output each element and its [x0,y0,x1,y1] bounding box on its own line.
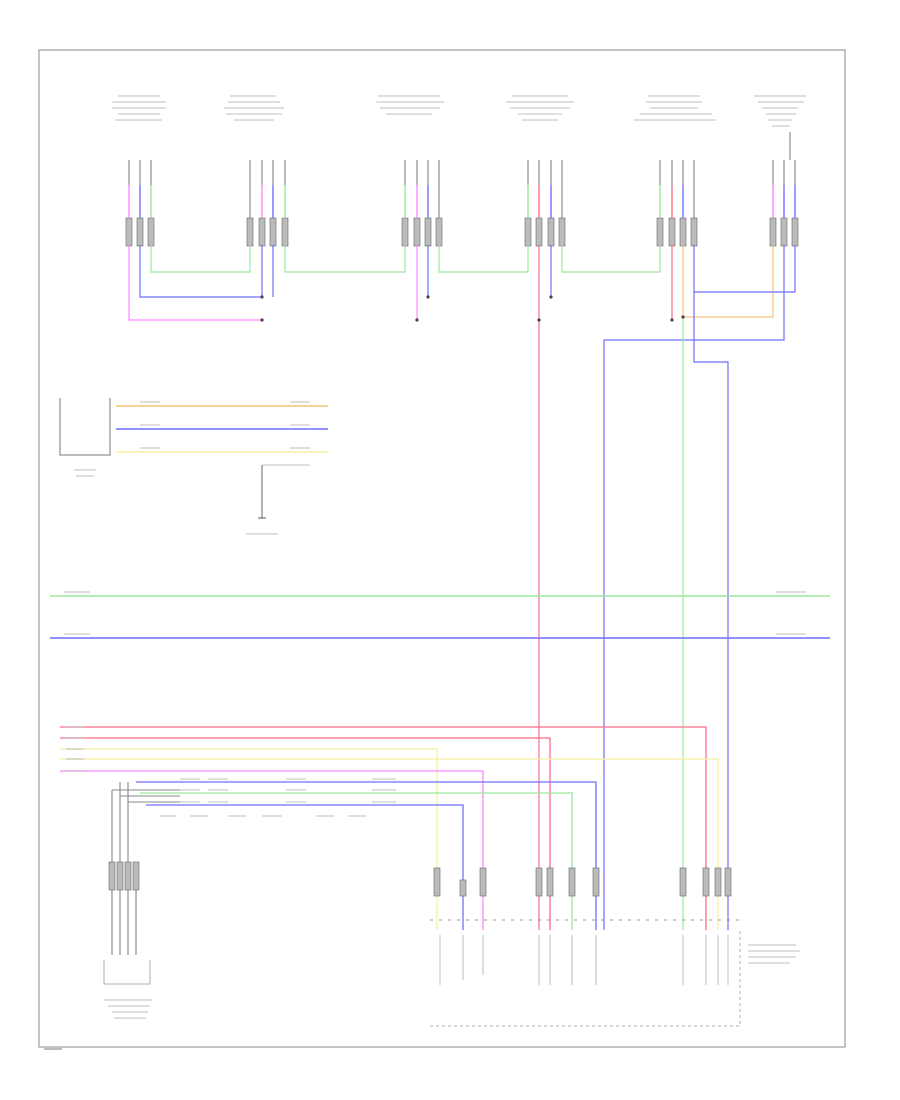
module-label-4 [506,95,574,121]
module-label-6 [754,95,806,127]
lower-labels [66,726,396,817]
diagram-frame [38,49,846,1048]
module-label-1 [112,95,166,121]
left-module [59,398,328,535]
module-label-3 [376,95,444,115]
lower-harness [60,726,719,930]
splice-dot-icon [260,295,685,322]
module-label-2 [224,95,284,121]
top-connector-bodies [125,217,799,247]
lower-harness-gray [112,789,180,803]
module-labels-top [112,95,806,127]
top-pin-colors [128,185,796,218]
wire-magenta-chain [128,245,262,321]
module-label-5 [634,95,716,121]
bottom-left-connector [103,861,152,1019]
wire-blue-chain [139,245,263,298]
bottom-right-connector [430,867,800,1027]
top-bus-wires [128,245,796,930]
wire-green-chain [150,245,251,273]
horizontal-buses [50,595,830,639]
